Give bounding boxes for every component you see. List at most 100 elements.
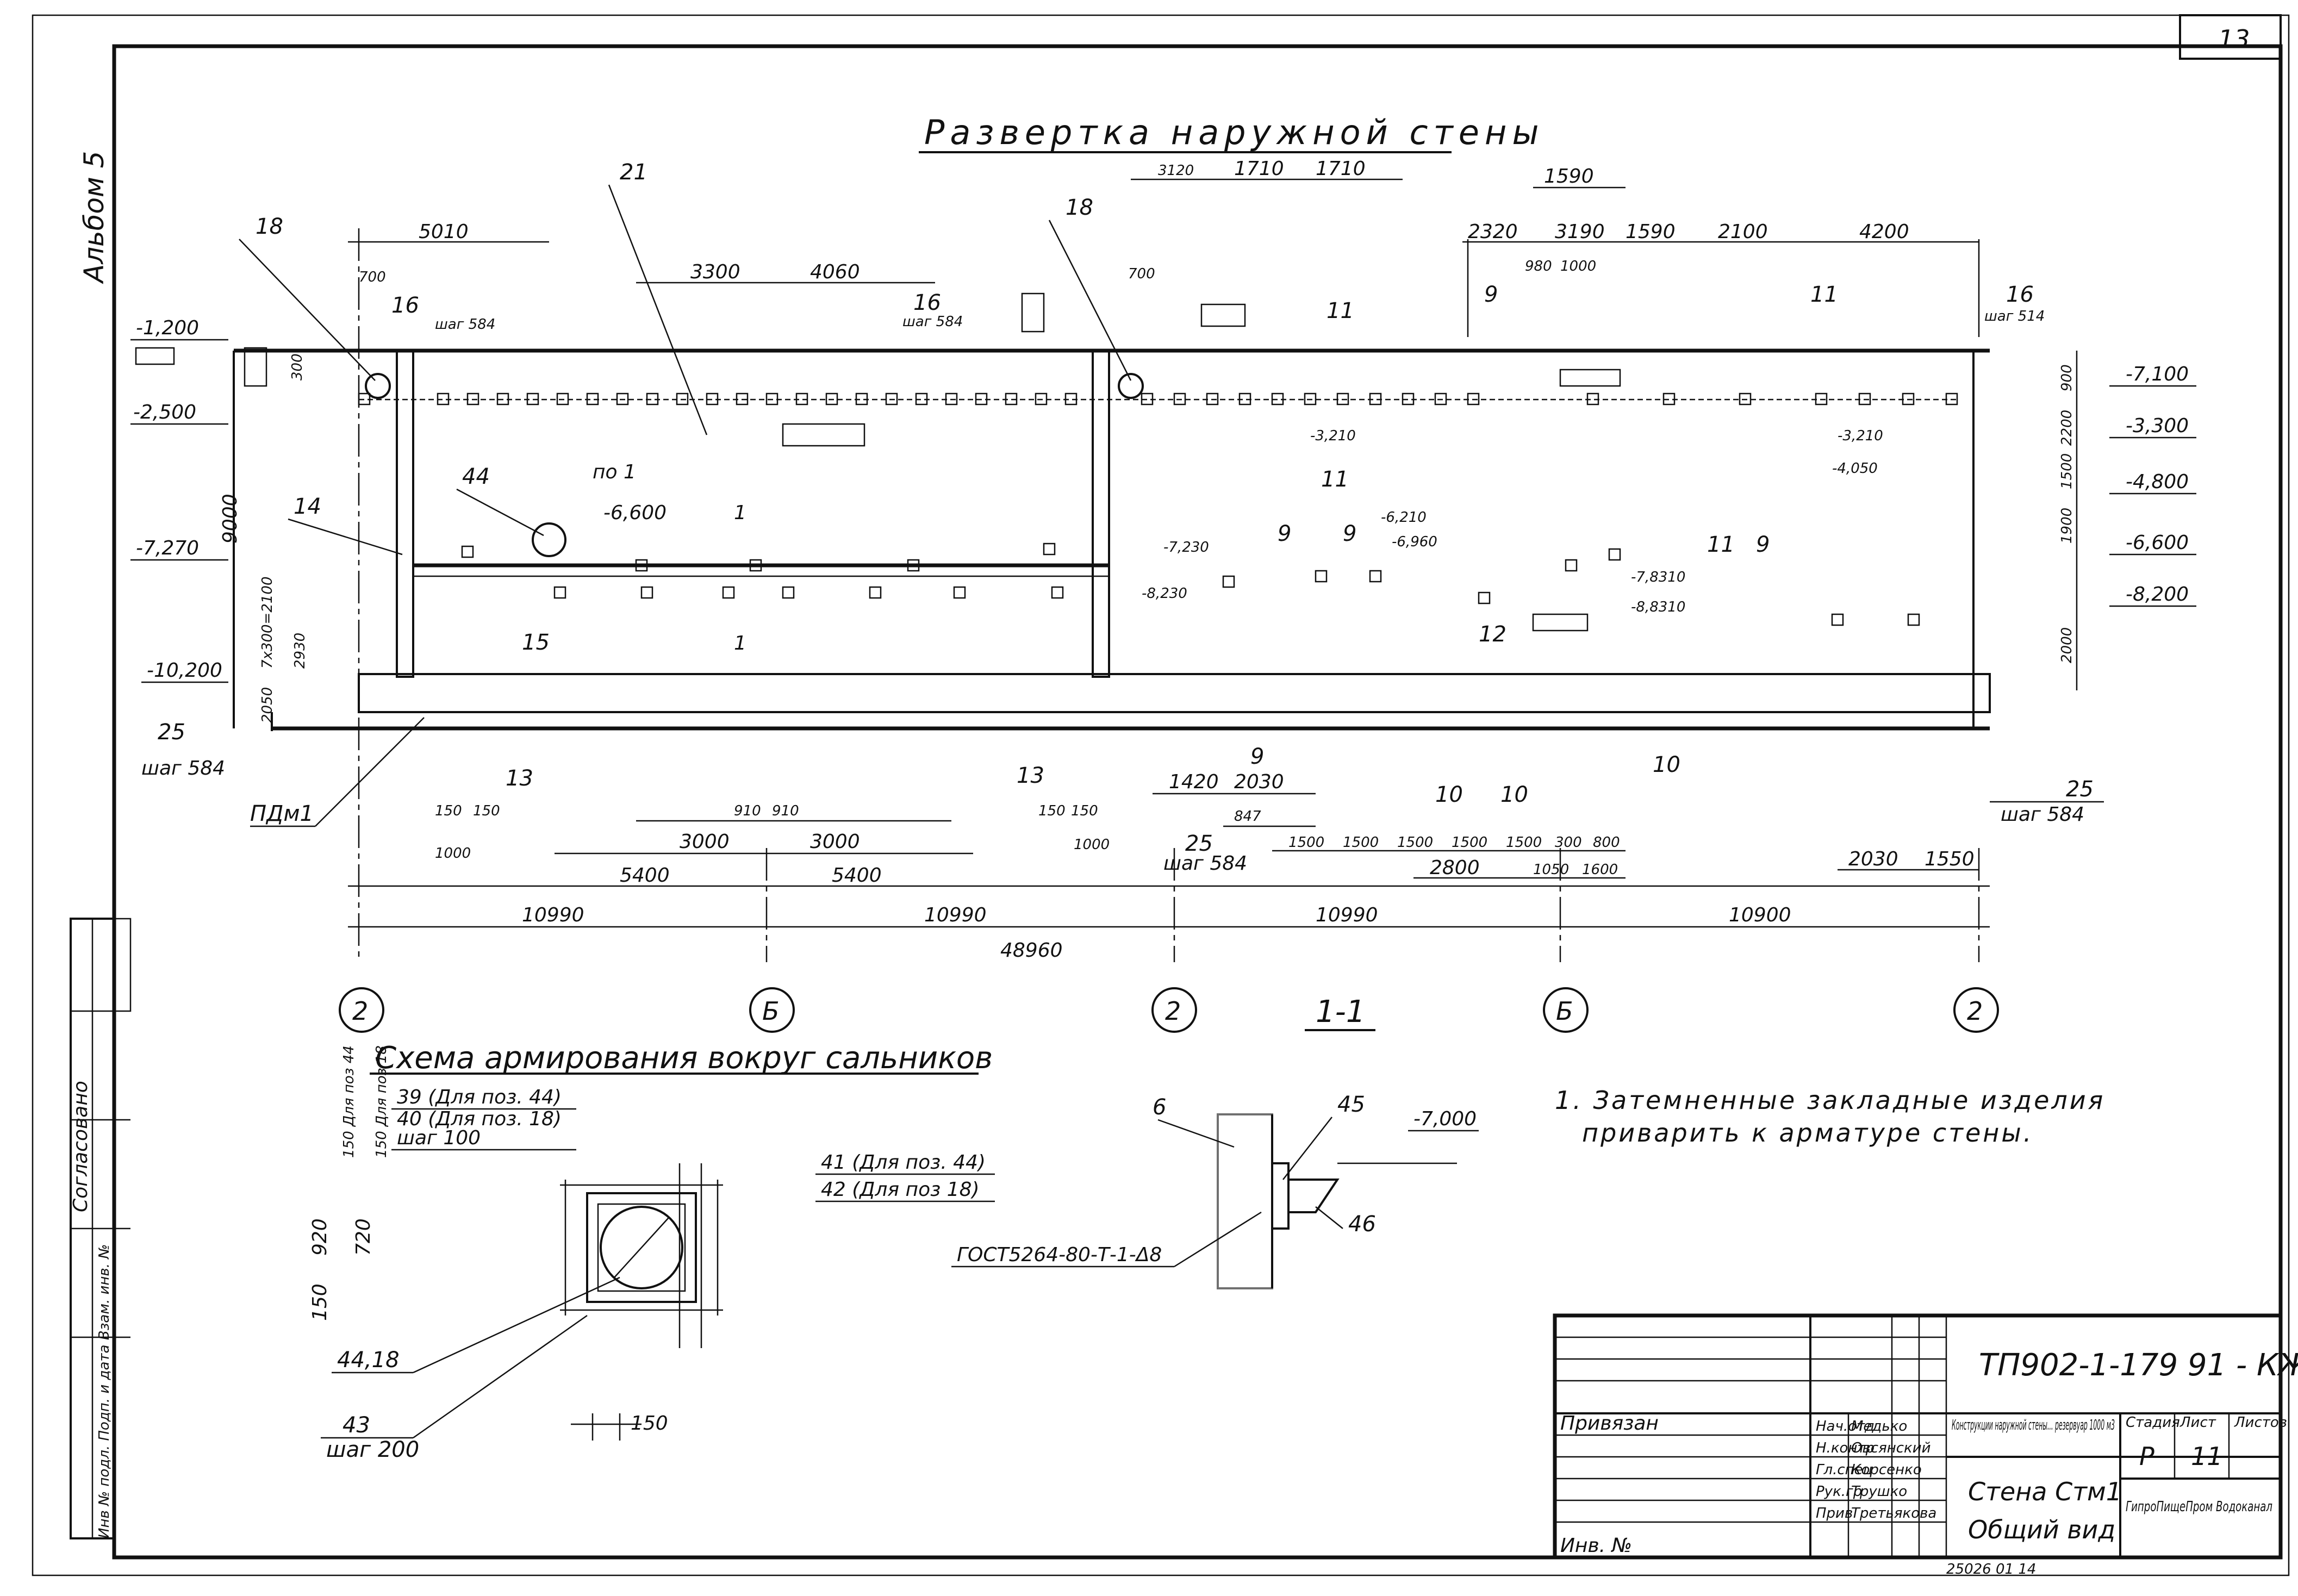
note-line-1: 1. Затемненные закладные изделия	[1555, 1086, 2105, 1115]
mark-10a: 10	[1653, 752, 1680, 777]
mark-25c-step: шаг 584	[2001, 803, 2084, 826]
dim-bot-3000a: 3000	[680, 831, 730, 853]
dim-left-2930: 2930	[292, 633, 308, 669]
section-label: 1-1	[1316, 994, 1365, 1030]
mark-13b: 13	[1017, 763, 1044, 788]
scheme-mark-44-18: 44,18	[337, 1348, 400, 1373]
dim-top-1710a: 1710	[1234, 158, 1284, 180]
mark-18b: 18	[1066, 195, 1093, 220]
axis-label-4: Б	[1556, 996, 1573, 1026]
mark-25b-step: шаг 584	[1163, 852, 1247, 875]
dim-bot-1000a: 1000	[435, 845, 471, 862]
dim-bot-150d: 150	[1071, 803, 1098, 819]
dim-top-3300: 3300	[690, 261, 740, 283]
tb-name-5: Третьякова	[1851, 1505, 1936, 1522]
mark-15: 15	[522, 630, 550, 655]
inner-elev-1: -6,600	[603, 502, 667, 524]
axis-label-3: 2	[1165, 996, 1181, 1026]
mark-11c: 11	[1707, 532, 1735, 557]
dim-top-1710b: 1710	[1316, 158, 1366, 180]
elev-left-3: -7,270	[136, 537, 199, 559]
dim-top-700a: 700	[359, 269, 386, 285]
mark-po1: по 1	[593, 461, 636, 483]
dim-bot-1500c: 1500	[1397, 834, 1433, 851]
mark-pdm1: ПДм1	[250, 801, 314, 826]
scheme-side-2: 150 Для поз 18	[373, 1045, 390, 1158]
axis-circle-5	[1953, 987, 1999, 1033]
dim-bot-800: 800	[1593, 834, 1620, 851]
mark-9d: 9	[1756, 532, 1770, 557]
mark-25b: 25	[1185, 831, 1213, 856]
dim-bot-1600: 1600	[1582, 862, 1618, 878]
mark-9c: 9	[1343, 521, 1356, 546]
mark-25a-step: шаг 584	[141, 757, 225, 780]
tb-name-3: Корсенко	[1851, 1462, 1922, 1478]
detail-mark-46: 46	[1348, 1212, 1376, 1237]
dim-right-1900: 1900	[2059, 508, 2075, 544]
mark-11a: 11	[1327, 298, 1354, 323]
elev-right-3: -4,800	[2126, 471, 2189, 493]
detail-mark-45: 45	[1337, 1092, 1365, 1117]
scheme-callout-5: 42 (Для поз 18)	[821, 1179, 980, 1201]
inner-elev-10: -4,050	[1832, 460, 1878, 477]
elev-left-1: -1,200	[136, 317, 199, 339]
dim-right-2200: 2200	[2059, 410, 2075, 446]
axis-circle-3	[1151, 987, 1197, 1033]
sleeve-44	[532, 522, 566, 557]
dim-right-1500: 1500	[2059, 453, 2075, 489]
tb-inv: Инв. №	[1560, 1535, 1632, 1557]
tb-role-3: Гл.спец	[1816, 1462, 1872, 1478]
tb-role-5: Прив	[1816, 1505, 1853, 1522]
axis-label-5: 2	[1967, 996, 1983, 1026]
inner-elev-6: -7,8310	[1631, 569, 1685, 585]
mark-16b-step: шаг 584	[902, 314, 963, 330]
dim-top-980: 980	[1525, 258, 1552, 275]
dim-bot-1050: 1050	[1533, 862, 1569, 878]
dim-bot-10990b: 10990	[924, 904, 987, 926]
dim-bot-150c: 150	[1038, 803, 1066, 819]
dim-right-2000: 2000	[2059, 627, 2075, 663]
dim-bot-10990c: 10990	[1316, 904, 1378, 926]
mark-21: 21	[620, 160, 647, 185]
inner-elev-7: -8,8310	[1631, 599, 1685, 615]
mark-14: 14	[294, 494, 321, 519]
gost-ref: ГОСТ5264-80-Т-1-Δ8	[957, 1244, 1162, 1266]
mark-9b: 9	[1278, 521, 1291, 546]
elev-left-2: -2,500	[133, 401, 196, 423]
elevations-right: -7,100 -3,300 -4,800 -6,600 -8,200	[2109, 363, 2196, 607]
dim-bot-2030a: 2030	[1234, 771, 1284, 793]
axis-circle-4	[1543, 987, 1589, 1033]
dim-top-3190: 3190	[1555, 221, 1605, 243]
mark-18a: 18	[256, 214, 283, 239]
elev-left-4: -10,200	[147, 659, 222, 682]
dim-bot-1500e: 1500	[1506, 834, 1542, 851]
dim-top-700b: 700	[1128, 266, 1155, 282]
dim-bot-1500b: 1500	[1343, 834, 1379, 851]
tb-name-4: Трушко	[1851, 1483, 1907, 1500]
dim-left-2050: 2050	[259, 687, 276, 723]
tb-stage: Р	[2139, 1442, 2154, 1471]
main-title: Развертка наружной стены	[924, 113, 1544, 152]
tb-org: ГипроПищеПром Водоканал	[2126, 1499, 2272, 1515]
tb-role-2: Н.контр	[1816, 1440, 1874, 1456]
dim-bot-1550: 1550	[1925, 848, 1975, 870]
axis-markers: 2 Б 2 Б 2	[339, 228, 1999, 1033]
elev-right-2: -3,300	[2126, 415, 2189, 437]
mark-44: 44	[462, 464, 490, 489]
dim-top-4200: 4200	[1859, 221, 1909, 243]
scheme-callout-4: 41 (Для поз. 44)	[821, 1151, 986, 1174]
dim-bot-150a: 150	[435, 803, 462, 819]
dim-bot-847: 847	[1234, 808, 1261, 825]
mark-1b: 1	[734, 632, 746, 654]
dim-bot-910b: 910	[772, 803, 799, 819]
dim-bot-48960: 48960	[1000, 939, 1063, 962]
inner-frame	[112, 44, 2283, 1560]
dim-top-2100: 2100	[1718, 221, 1768, 243]
mark-12: 12	[1479, 622, 1506, 647]
dim-bot-10900: 10900	[1729, 904, 1791, 926]
dim-top-1590b: 1590	[1626, 221, 1676, 243]
position-marks: 18 21 16 шаг 584 16 шаг 584 18 11 9 11 1…	[141, 160, 2104, 875]
dim-top-1000: 1000	[1560, 258, 1596, 275]
left-stamp-inv: Инв № подл. Подп. и дата Взам. инв. №	[96, 1244, 113, 1538]
dim-right-900: 900	[2059, 364, 2075, 391]
